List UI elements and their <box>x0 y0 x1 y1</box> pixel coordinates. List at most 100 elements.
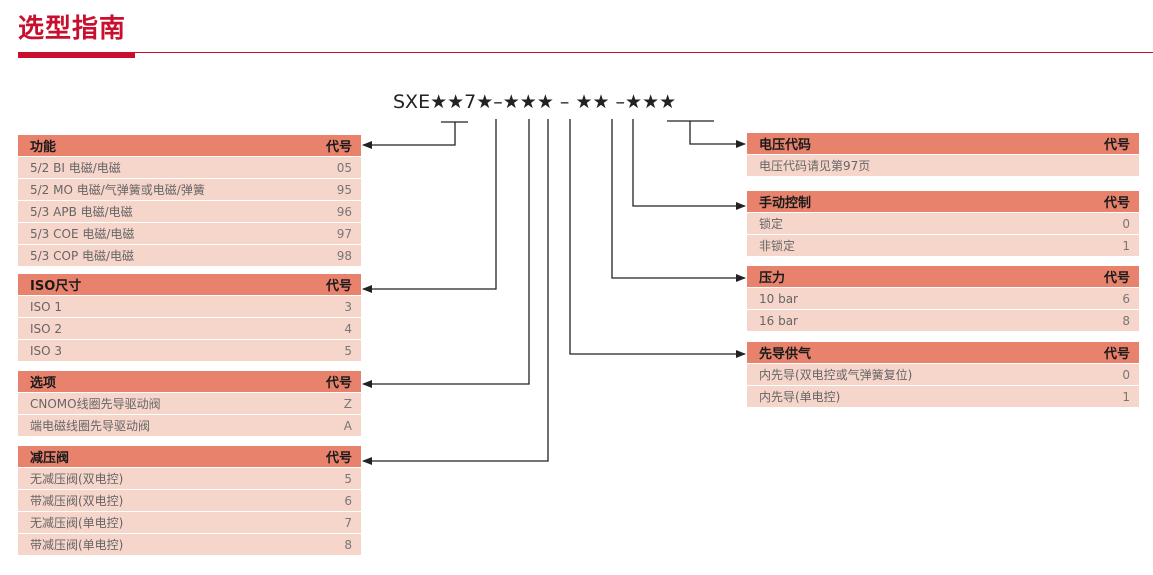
row-code: 3 <box>344 299 352 314</box>
table-title: 减压阀 <box>30 451 70 466</box>
table-title: 选项 <box>30 376 57 391</box>
row-label: 内先导(双电控或气弹簧复位) <box>759 368 913 382</box>
table-row: 带减压阀(单电控) 8 <box>18 534 361 555</box>
row-label: 端电磁线圈先导驱动阀 <box>30 419 151 433</box>
manual-control-connector <box>632 119 746 210</box>
pilot-supply-table: 先导供气 代号 内先导(双电控或气弹簧复位) 0 内先导(单电控) 1 <box>747 342 1139 407</box>
row-code: 6 <box>344 493 352 508</box>
table-row: 无减压阀(双电控) 5 <box>18 468 361 489</box>
table-row: 5/3 COE 电磁/电磁 97 <box>18 223 361 244</box>
row-label: 5/3 COP 电磁/电磁 <box>30 249 135 263</box>
title-rule <box>18 52 1153 53</box>
voltage-code-table: 电压代码 代号 电压代码请见第97页 <box>747 133 1139 176</box>
row-code: 98 <box>336 248 352 263</box>
row-label: ISO 1 <box>30 299 63 314</box>
row-code: 7 <box>344 515 352 530</box>
row-label: 无减压阀(双电控) <box>30 472 124 486</box>
row-label: 5/3 COE 电磁/电磁 <box>30 227 135 241</box>
row-label: 电压代码请见第97页 <box>759 159 871 173</box>
table-row: 锁定 0 <box>747 213 1139 234</box>
table-row: 内先导(双电控或气弹簧复位) 0 <box>747 364 1139 385</box>
table-title: ISO尺寸 <box>30 279 82 294</box>
table-row: 内先导(单电控) 1 <box>747 386 1139 407</box>
row-label: 5/3 APB 电磁/电磁 <box>30 205 133 219</box>
pressure-reducer-connector <box>362 119 549 465</box>
code-column-label: 代号 <box>325 140 352 155</box>
row-label: 带减压阀(双电控) <box>30 494 124 508</box>
table-header: 压力 代号 <box>747 266 1139 287</box>
table-title: 电压代码 <box>759 138 812 153</box>
row-code: 4 <box>344 321 352 336</box>
row-label: ISO 3 <box>30 343 63 358</box>
table-row: ISO 2 4 <box>18 318 361 339</box>
code-column-label: 代号 <box>325 376 352 391</box>
table-header: 功能 代号 <box>18 135 361 156</box>
row-code: 05 <box>336 160 352 175</box>
table-row: 5/3 COP 电磁/电磁 98 <box>18 245 361 266</box>
code-column-label: 代号 <box>1103 138 1130 153</box>
table-row: 5/3 APB 电磁/电磁 96 <box>18 201 361 222</box>
row-code: 5 <box>344 343 352 358</box>
title-accent-bar <box>18 53 135 58</box>
row-code: 95 <box>336 182 352 197</box>
code-column-label: 代号 <box>1103 347 1130 362</box>
row-label: ISO 2 <box>30 321 63 336</box>
code-column-label: 代号 <box>325 279 352 294</box>
table-header: 减压阀 代号 <box>18 446 361 467</box>
row-code: 5 <box>344 471 352 486</box>
table-row: 5/2 MO 电磁/气弹簧或电磁/弹簧 95 <box>18 179 361 200</box>
row-label: 无减压阀(单电控) <box>30 516 124 530</box>
row-code: 6 <box>1122 291 1130 306</box>
row-label: 16 bar <box>759 313 798 328</box>
table-header: ISO尺寸 代号 <box>18 274 361 295</box>
table-header: 选项 代号 <box>18 371 361 392</box>
row-code: 97 <box>336 226 352 241</box>
code-column-label: 代号 <box>1103 196 1130 211</box>
pilot-supply-connector <box>569 119 746 358</box>
row-code: 8 <box>344 537 352 552</box>
pressure-connector <box>611 119 746 282</box>
table-row: 带减压阀(双电控) 6 <box>18 490 361 511</box>
table-title: 压力 <box>759 271 786 286</box>
row-code: 1 <box>1122 389 1130 404</box>
iso-size-connector <box>362 119 497 293</box>
code-column-label: 代号 <box>1103 271 1130 286</box>
row-code: 0 <box>1122 367 1130 382</box>
row-code: Z <box>343 396 352 411</box>
row-label: 锁定 <box>759 217 784 231</box>
table-row: 无减压阀(单电控) 7 <box>18 512 361 533</box>
row-code: 0 <box>1122 216 1130 231</box>
table-title: 手动控制 <box>759 196 812 211</box>
voltage-connector <box>689 121 746 148</box>
option-connector <box>362 119 530 388</box>
row-label: 非锁定 <box>759 239 796 253</box>
row-label: 带减压阀(单电控) <box>30 538 124 552</box>
table-header: 先导供气 代号 <box>747 342 1139 363</box>
table-title: 先导供气 <box>759 347 812 362</box>
row-label: 内先导(单电控) <box>759 390 841 404</box>
model-code: SXE★★7★–★★★ – ★★ –★★★ <box>393 91 677 113</box>
iso-size-table: ISO尺寸 代号 ISO 1 3 ISO 2 4 ISO 3 5 <box>18 274 361 361</box>
row-label: 5/2 MO 电磁/气弹簧或电磁/弹簧 <box>30 183 205 197</box>
table-header: 手动控制 代号 <box>747 191 1139 212</box>
row-code: 96 <box>336 204 352 219</box>
code-column-label: 代号 <box>325 451 352 466</box>
function-connector <box>362 122 456 149</box>
table-header: 电压代码 代号 <box>747 133 1139 154</box>
table-row: ISO 3 5 <box>18 340 361 361</box>
page-title: 选型指南 <box>18 14 127 44</box>
table-row: 电压代码请见第97页 <box>747 155 1139 176</box>
pressure-reducer-table: 减压阀 代号 无减压阀(双电控)5 带减压阀(双电控)6 无减压阀(单电控)7 … <box>18 446 361 555</box>
table-title: 功能 <box>30 140 57 155</box>
